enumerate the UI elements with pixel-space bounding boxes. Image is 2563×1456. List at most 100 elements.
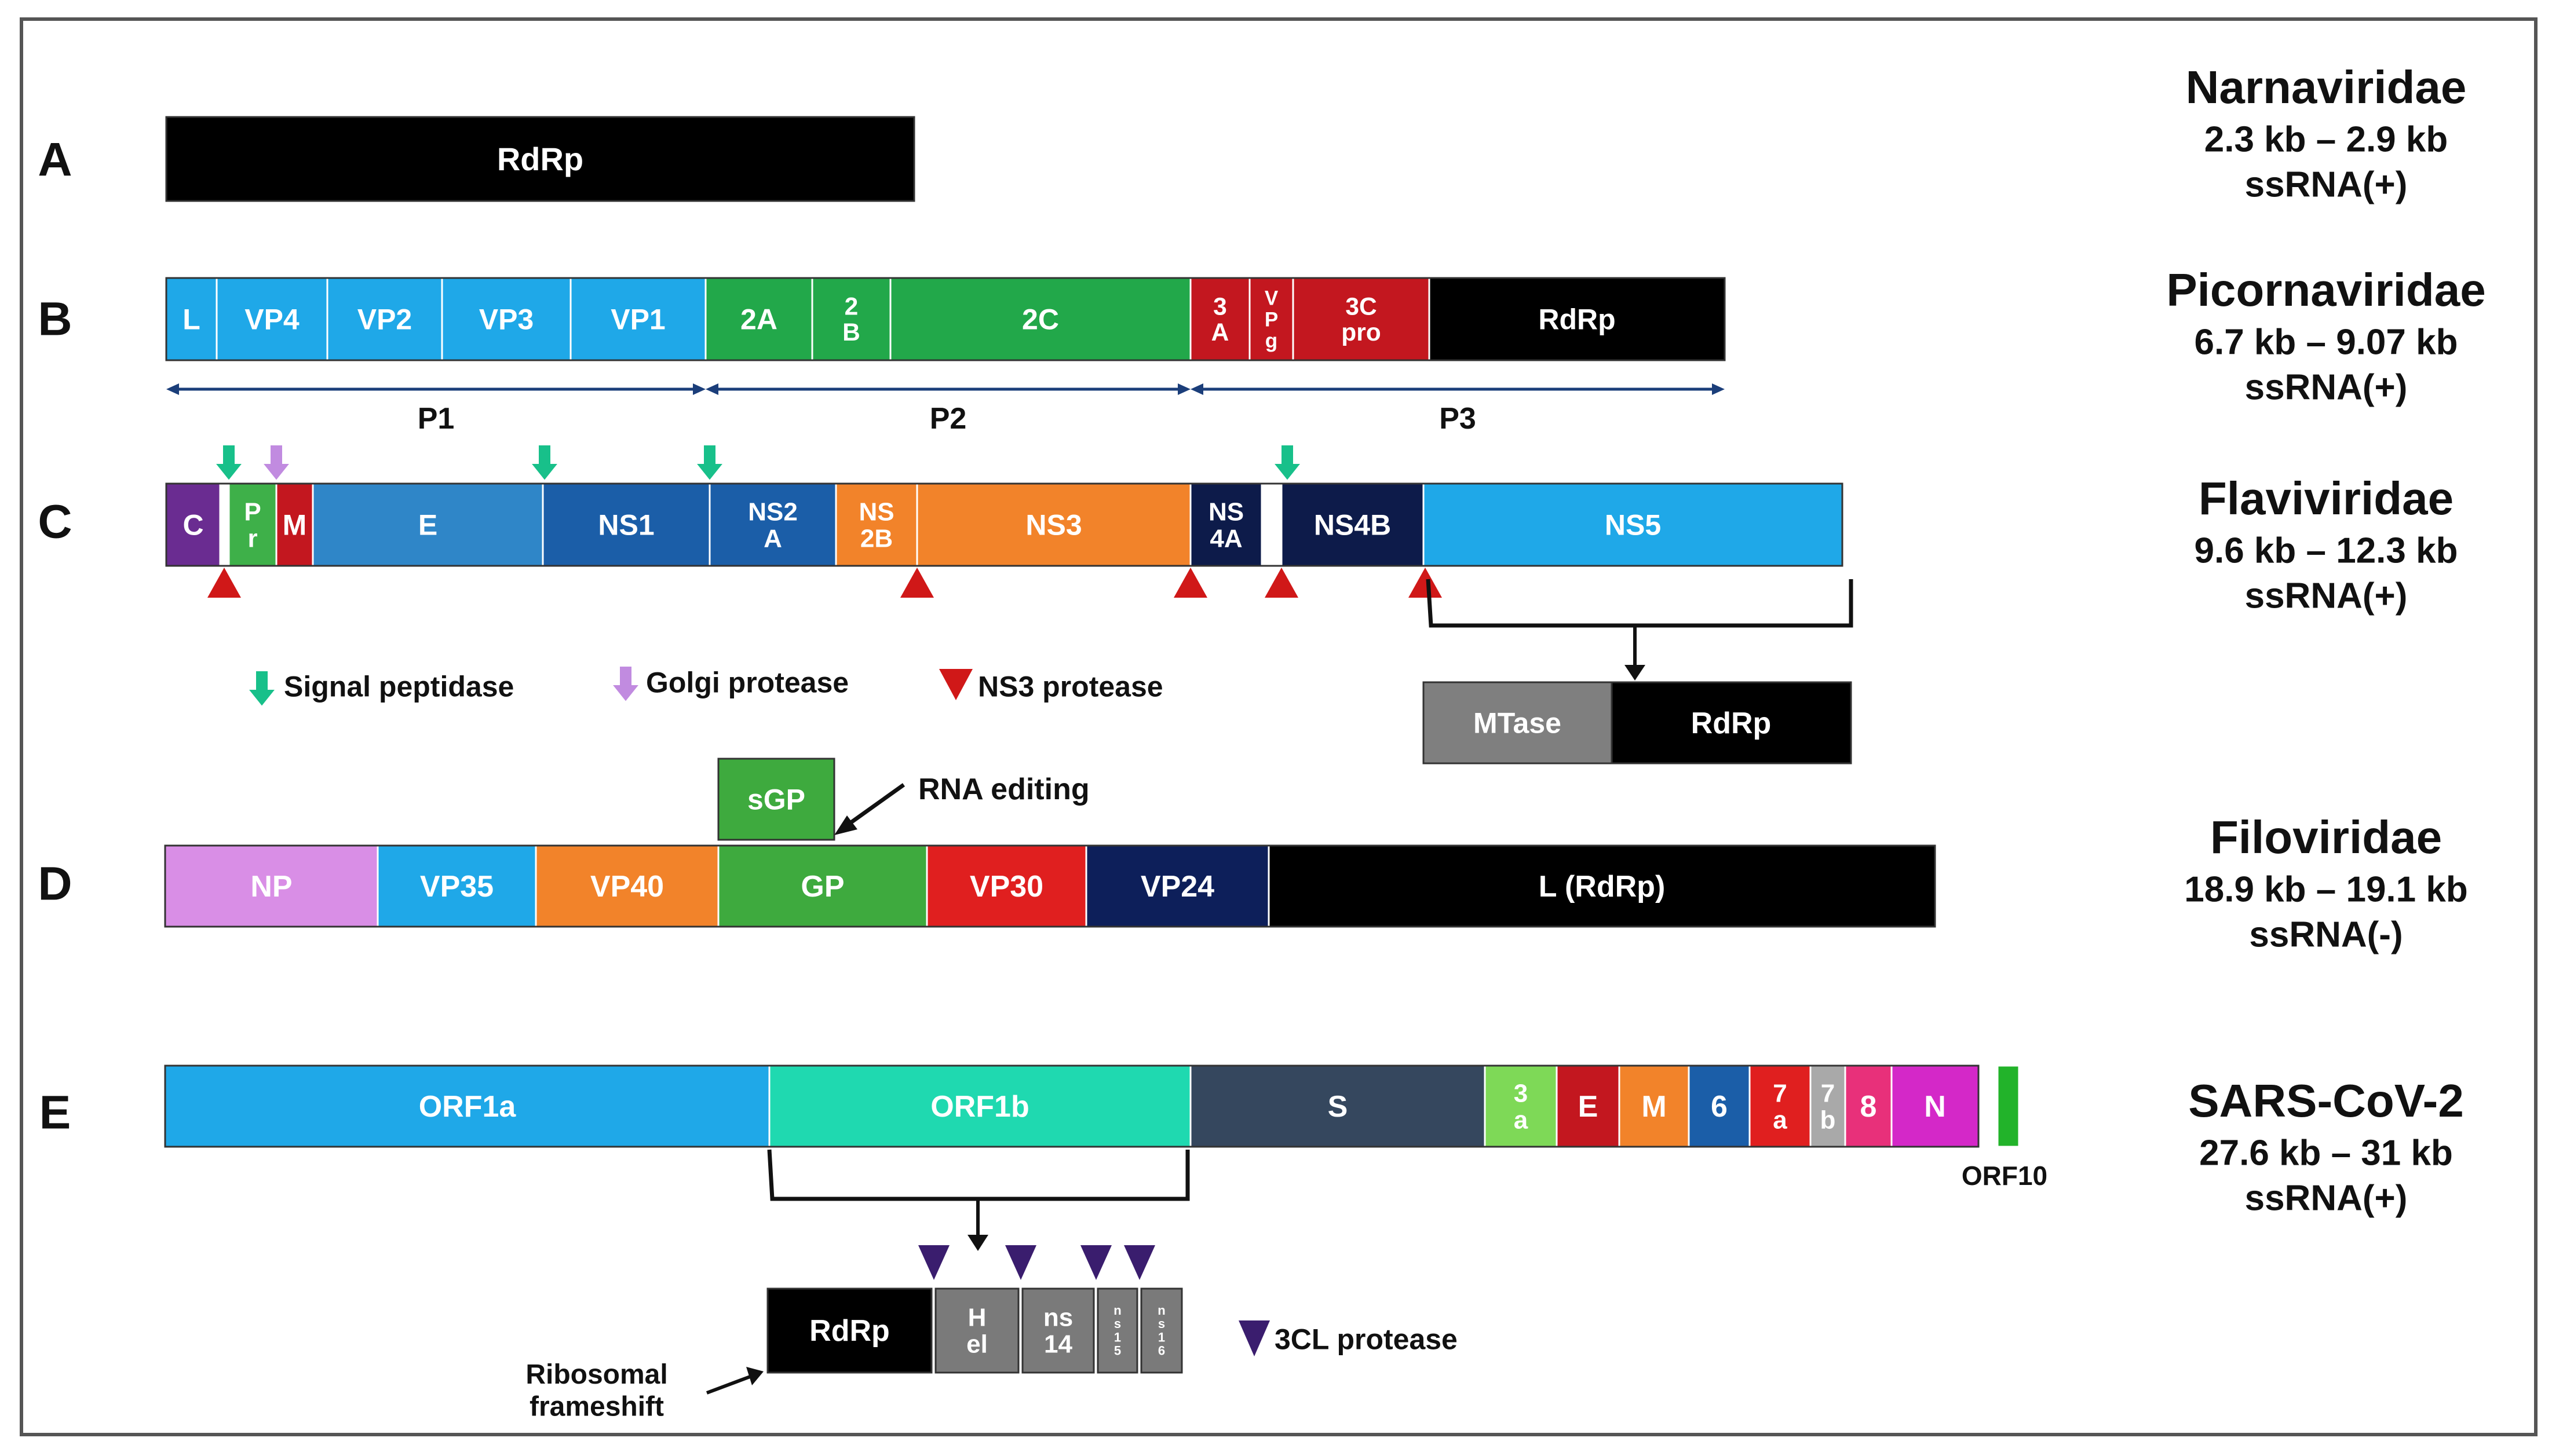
family-name-filoviridae: Filoviridae	[2210, 811, 2442, 863]
legend-signal-peptidase-label: Signal peptidase	[284, 671, 514, 703]
row-c-label-ns4b: NS4B	[1314, 509, 1391, 542]
row-e-label-6: 6	[1711, 1090, 1728, 1124]
golgi-protease-arrow-icon	[261, 444, 292, 482]
row-a-outline	[165, 116, 915, 202]
genome-type-flaviviridae: ssRNA(+)	[2245, 576, 2408, 616]
row-b-label-rdrp: RdRp	[1538, 303, 1615, 336]
row-d-label-vp40: VP40	[590, 870, 664, 903]
row-b-segment-vp3	[441, 277, 572, 361]
ns5-rdrp-label: RdRp	[1691, 707, 1772, 740]
region-label-p2: P2	[930, 402, 967, 436]
row-c-segment-ns1	[542, 482, 711, 567]
signal-peptidase-arrow-icon	[1272, 444, 1303, 482]
row-e-sub-n-s-1-6	[1140, 1287, 1183, 1374]
ns3-protease-triangle-icon	[1174, 568, 1207, 598]
row-d-label-gp: GP	[801, 870, 844, 903]
sgp-label: sGP	[747, 784, 805, 816]
legend-ns3-protease-label: NS3 protease	[978, 671, 1163, 703]
ns5-rdrp-box	[1611, 681, 1852, 764]
row-d-outline	[164, 844, 1936, 928]
genome-size-picornaviridae: 6.7 kb – 9.07 kb	[2195, 323, 2458, 363]
row-c-segment-ns5	[1422, 482, 1843, 567]
row-d-label-vp30: VP30	[970, 870, 1043, 903]
legend-ns3-protease-icon	[939, 669, 973, 700]
row-letter-d: D	[38, 858, 72, 910]
genome-type-sars-cov-2: ssRNA(+)	[2245, 1179, 2408, 1219]
row-e-label-orf1a: ORF1a	[419, 1090, 517, 1124]
genome-size-sars-cov-2: 27.6 kb – 31 kb	[2199, 1133, 2453, 1173]
sgp-box	[717, 758, 835, 841]
row-e-label-orf1b: ORF1b	[930, 1090, 1029, 1124]
row-b-segment-3c-pro	[1292, 277, 1430, 361]
row-e-sub-rdrp	[766, 1287, 933, 1374]
row-e-label-s: S	[1328, 1090, 1348, 1124]
row-b-label-vp1: VP1	[611, 303, 666, 336]
row-e-label-e: E	[1578, 1090, 1598, 1124]
genome-size-flaviviridae: 9.6 kb – 12.3 kb	[2195, 531, 2458, 571]
region-arrow-left-p3	[1191, 383, 1203, 395]
legend-golgi-protease-label: Golgi protease	[646, 667, 849, 699]
orf1b-arrow-head-icon	[967, 1235, 988, 1251]
region-arrow-left-p1	[166, 383, 179, 395]
row-d-segment-vp30	[926, 844, 1087, 928]
row-d-label-vp24: VP24	[1141, 870, 1214, 903]
signal-peptidase-arrow-icon	[529, 444, 560, 482]
family-name-picornaviridae: Picornaviridae	[2166, 264, 2485, 316]
row-d-label-l-rdrp: L (RdRp)	[1539, 870, 1666, 903]
row-c-segment-c	[165, 482, 221, 567]
row-e-sub-label-rdrp: RdRp	[809, 1314, 890, 1348]
row-d-label-np: NP	[250, 870, 292, 903]
cl3-protease-triangle-icon	[1005, 1245, 1036, 1280]
genome-type-narnaviridae: ssRNA(+)	[2245, 165, 2408, 205]
cl3-protease-triangle-icon	[1124, 1245, 1155, 1280]
ns3-protease-triangle-icon	[1265, 568, 1298, 598]
row-c-segment-m	[275, 482, 314, 567]
row-b-segment-vp2	[326, 277, 443, 361]
legend-signal-peptidase-icon	[246, 670, 278, 708]
rna-editing-label: RNA editing	[918, 773, 1090, 806]
signal-peptidase-arrow-icon	[694, 444, 725, 482]
ns5-arrow-head-icon	[1624, 665, 1645, 681]
genome-type-picornaviridae: ssRNA(+)	[2245, 368, 2408, 408]
orf1b-bracket	[767, 1149, 1190, 1201]
orf10-label: ORF10	[1962, 1161, 2047, 1191]
legend-3cl-protease-label: 3CL protease	[1275, 1323, 1458, 1356]
row-b-label-2a: 2A	[740, 303, 777, 336]
row-c-segment-e	[312, 482, 544, 567]
row-e-segment-7-b	[1809, 1064, 1846, 1148]
row-c-label-c: C	[182, 509, 203, 542]
region-arrow-right-p2	[1178, 383, 1191, 395]
frameshift-arrow-line	[706, 1374, 754, 1395]
row-d-segment-l-rdrp	[1268, 844, 1936, 928]
row-b-segment-vp4	[216, 277, 328, 361]
ns3-protease-triangle-icon	[207, 568, 241, 598]
genome-size-narnaviridae: 2.3 kb – 2.9 kb	[2204, 120, 2448, 160]
row-b-label-2c: 2C	[1022, 303, 1059, 336]
row-c-segment-ns-2b	[835, 482, 918, 567]
row-e-segment-orf1a	[164, 1064, 771, 1148]
genome-size-filoviridae: 18.9 kb – 19.1 kb	[2184, 870, 2467, 910]
row-letter-c: C	[38, 496, 72, 548]
region-arrow-right-p3	[1712, 383, 1725, 395]
row-c-segment-ns-4a	[1189, 482, 1263, 567]
row-b-outline	[165, 277, 1726, 361]
legend-3cl-protease-icon	[1239, 1320, 1270, 1356]
family-name-flaviviridae: Flaviviridae	[2199, 473, 2454, 524]
region-label-p3: P3	[1439, 402, 1476, 436]
ns3-protease-triangle-icon	[900, 568, 934, 598]
row-e-sub-n-s-1-5	[1097, 1287, 1138, 1374]
row-c-label-e: E	[418, 509, 437, 542]
row-b-segment-2a	[704, 277, 813, 361]
cl3-protease-triangle-icon	[1080, 1245, 1112, 1280]
genome-type-filoviridae: ssRNA(-)	[2249, 915, 2403, 955]
